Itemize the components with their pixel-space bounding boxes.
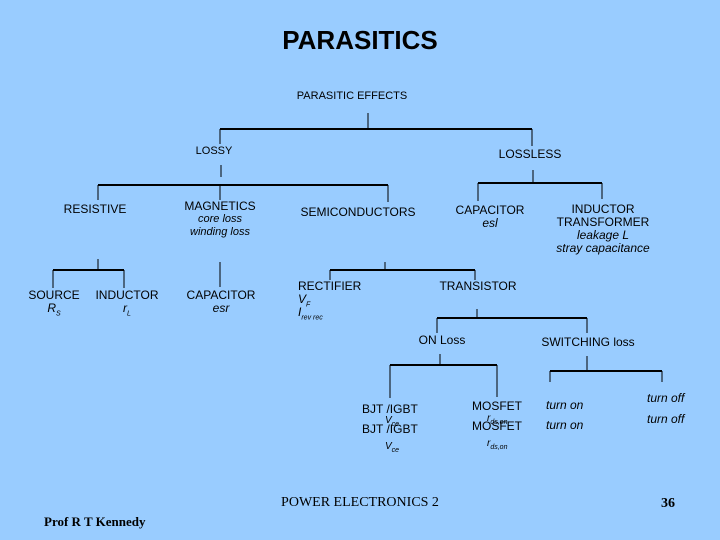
source-r-sub: S <box>56 310 61 318</box>
turn-off-2: turn off <box>647 412 685 426</box>
bjt-v-sub-2: ce <box>391 447 400 454</box>
rectifier-irr: Irev rec <box>298 305 388 322</box>
bjt-igbt-2: BJT /IGBT <box>362 422 418 436</box>
inductor-r: r <box>123 301 128 315</box>
mosfet-r-sub-2: ds,on <box>490 444 508 451</box>
node-switching-loss: SWITCHING loss <box>541 335 635 349</box>
mosfet-r-1: r <box>487 413 491 424</box>
bjt-v-sub-1: ce <box>391 421 400 428</box>
mosfet-1: MOSFET <box>472 399 522 413</box>
node-inductor-transformer: INDUCTOR TRANSFORMER leakage L stray cap… <box>543 203 663 255</box>
footer-course: POWER ELECTRONICS 2 <box>281 495 439 510</box>
node-capacitor-esl: CAPACITOR esl <box>440 204 540 230</box>
node-source: SOURCE RS <box>24 288 84 318</box>
magnetics-core-loss: core loss <box>197 213 243 225</box>
source-label: SOURCE <box>28 288 80 302</box>
inductor-transformer-leakage: leakage L <box>576 228 630 242</box>
node-rectifier: RECTIFIER VF Irev rec <box>298 279 388 322</box>
bjt-v-2: V <box>385 441 392 452</box>
magnetics-winding-loss: winding loss <box>190 226 250 238</box>
mosfet-r-sub-1: ds,on <box>490 419 508 426</box>
node-lossless: LOSSLESS <box>498 147 562 161</box>
rectifier-i-sub: rev rec <box>301 314 323 322</box>
mosfet-r-2: r <box>487 438 491 449</box>
inductor-rl-symbol: rL <box>92 301 162 318</box>
mosfet-rds-2: rds,on <box>487 437 508 451</box>
rectifier-label: RECTIFIER <box>298 279 362 293</box>
rectifier-i: I <box>298 305 302 319</box>
node-semiconductors: SEMICONDUCTORS <box>300 205 416 219</box>
source-r: R <box>47 301 56 315</box>
inductor-transformer-label-1: INDUCTOR <box>571 202 635 216</box>
bjt-igbt-1: BJT /IGBT <box>362 402 418 416</box>
capacitor-esr-item: esr <box>212 301 230 315</box>
capacitor-esr-label: CAPACITOR <box>186 288 256 302</box>
page-title: PARASITICS <box>282 25 438 55</box>
inductor-r-sub: L <box>127 310 131 318</box>
mosfet-2: MOSFET <box>472 419 522 433</box>
bjt-vce-2: Vce <box>385 440 400 454</box>
source-rs-symbol: RS <box>24 301 84 318</box>
turn-off-1: turn off <box>647 391 685 405</box>
node-magnetics: MAGNETICS core loss winding loss <box>170 200 270 239</box>
footer-page-number: 36 <box>661 496 675 511</box>
root-node-parasitic-effects: PARASITIC EFFECTS <box>296 90 408 102</box>
turn-on-2: turn on <box>546 418 584 432</box>
rectifier-vf: VF <box>298 292 388 309</box>
rectifier-v: V <box>298 292 307 306</box>
node-capacitor-esr: CAPACITOR esr <box>176 289 266 315</box>
magnetics-label: MAGNETICS <box>184 199 256 213</box>
footer-author: Prof R T Kennedy <box>44 514 146 529</box>
node-on-loss: ON Loss <box>418 333 466 347</box>
node-resistive: RESISTIVE <box>63 202 127 216</box>
bjt-vce-1: Vce <box>385 414 400 428</box>
node-transistor: TRANSISTOR <box>439 279 517 293</box>
rectifier-v-sub: F <box>306 301 311 309</box>
capacitor-esl-label: CAPACITOR <box>455 203 525 217</box>
node-inductor: INDUCTOR rL <box>92 288 162 318</box>
mosfet-rds-1: rds,on <box>487 412 508 426</box>
bjt-v-1: V <box>385 415 392 426</box>
inductor-transformer-stray-cap: stray capacitance <box>556 241 650 255</box>
capacitor-esl-item: esl <box>482 216 498 230</box>
turn-on-1: turn on <box>546 398 584 412</box>
inductor-label: INDUCTOR <box>95 288 159 302</box>
inductor-transformer-label-2: TRANSFORMER <box>556 215 650 229</box>
node-lossy: LOSSY <box>195 145 233 157</box>
